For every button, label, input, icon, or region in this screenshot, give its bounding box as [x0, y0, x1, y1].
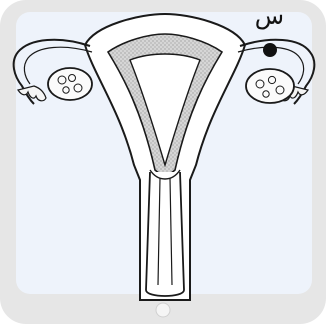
cervix-canal [146, 170, 184, 296]
marker-label: س [255, 4, 284, 28]
right-ovary [246, 69, 294, 103]
left-ovary [48, 68, 92, 100]
marker-dot [263, 43, 277, 57]
